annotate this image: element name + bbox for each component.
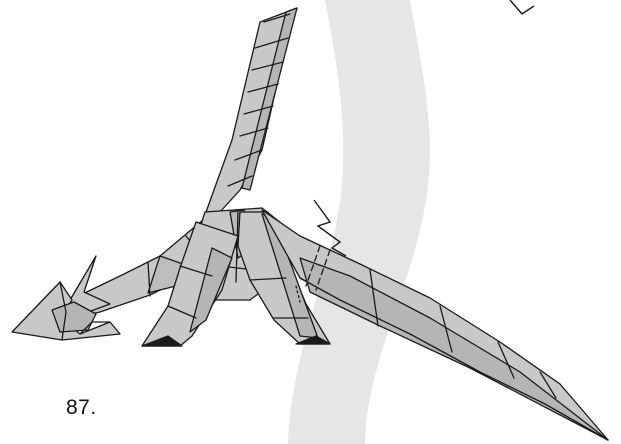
background-band <box>288 0 430 444</box>
neck <box>206 8 297 212</box>
step-number-label: 87. <box>66 396 97 420</box>
top-right-zigzag-arrow-icon <box>510 0 534 14</box>
